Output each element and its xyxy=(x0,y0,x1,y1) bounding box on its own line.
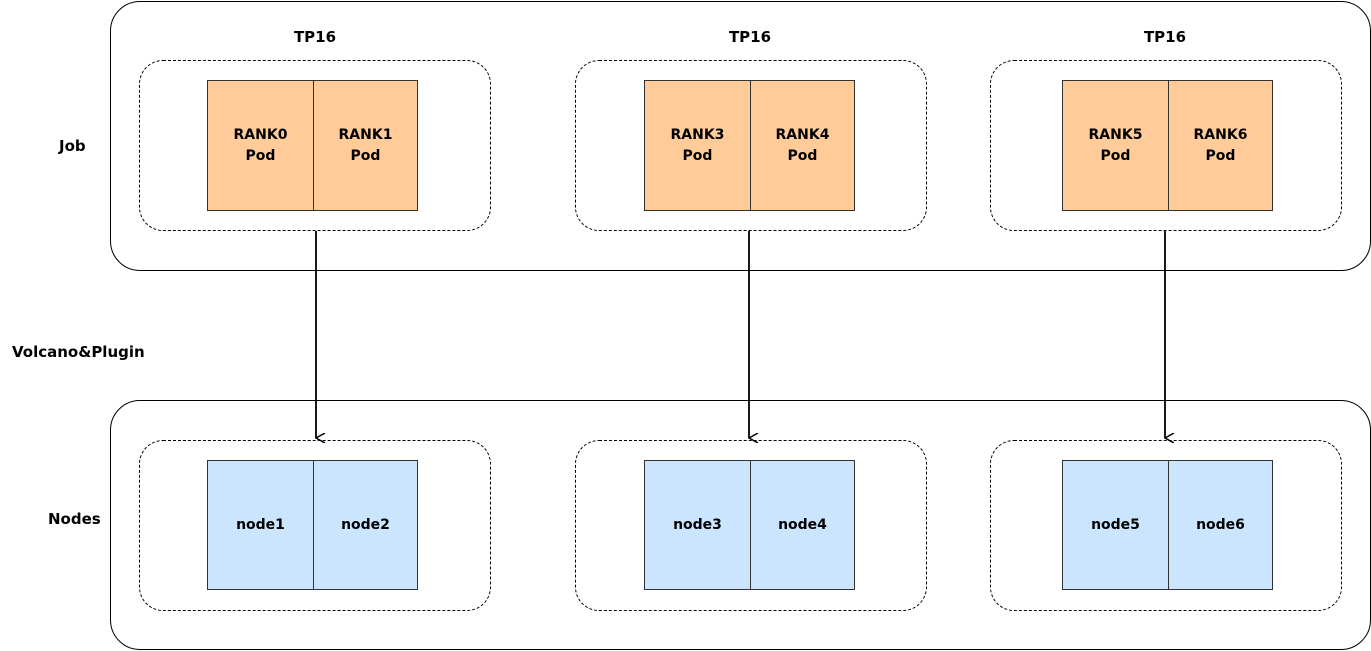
node-cell: node4 xyxy=(750,460,855,590)
pod-kind-label: Pod xyxy=(1205,147,1236,164)
pod-kind-label: Pod xyxy=(245,147,276,164)
node-name: node6 xyxy=(1196,516,1245,533)
node-name: node1 xyxy=(236,516,285,533)
pod-rank-label: RANK5 xyxy=(1088,126,1143,143)
pod-rank4: RANK4 Pod xyxy=(750,80,855,211)
node-cell: node5 xyxy=(1062,460,1169,590)
pod-rank-label: RANK6 xyxy=(1193,126,1248,143)
job-group-0-title: TP16 xyxy=(293,28,337,46)
scheduler-label: Volcano&Plugin xyxy=(12,343,145,361)
node-cell: node1 xyxy=(207,460,314,590)
pod-rank5: RANK5 Pod xyxy=(1062,80,1169,211)
node-cell: node3 xyxy=(644,460,751,590)
nodes-label: Nodes xyxy=(48,510,101,528)
job-group-2-title: TP16 xyxy=(1143,28,1187,46)
pod-rank6: RANK6 Pod xyxy=(1168,80,1273,211)
pod-rank-label: RANK3 xyxy=(670,126,725,143)
node-cell: node6 xyxy=(1168,460,1273,590)
pod-rank-label: RANK4 xyxy=(775,126,830,143)
node-name: node2 xyxy=(341,516,390,533)
node-name: node5 xyxy=(1091,516,1140,533)
pod-kind-label: Pod xyxy=(350,147,381,164)
pod-rank-label: RANK0 xyxy=(233,126,288,143)
node-name: node3 xyxy=(673,516,722,533)
node-cell: node2 xyxy=(313,460,418,590)
job-group-1 xyxy=(575,60,927,231)
job-group-1-title: TP16 xyxy=(728,28,772,46)
job-group-2 xyxy=(990,60,1342,231)
node-name: node4 xyxy=(778,516,827,533)
pod-rank1: RANK1 Pod xyxy=(313,80,418,211)
pod-rank3: RANK3 Pod xyxy=(644,80,751,211)
pod-kind-label: Pod xyxy=(682,147,713,164)
job-label: Job xyxy=(59,137,86,155)
pod-kind-label: Pod xyxy=(787,147,818,164)
pod-rank-label: RANK1 xyxy=(338,126,393,143)
pod-kind-label: Pod xyxy=(1100,147,1131,164)
job-group-0 xyxy=(139,60,491,231)
